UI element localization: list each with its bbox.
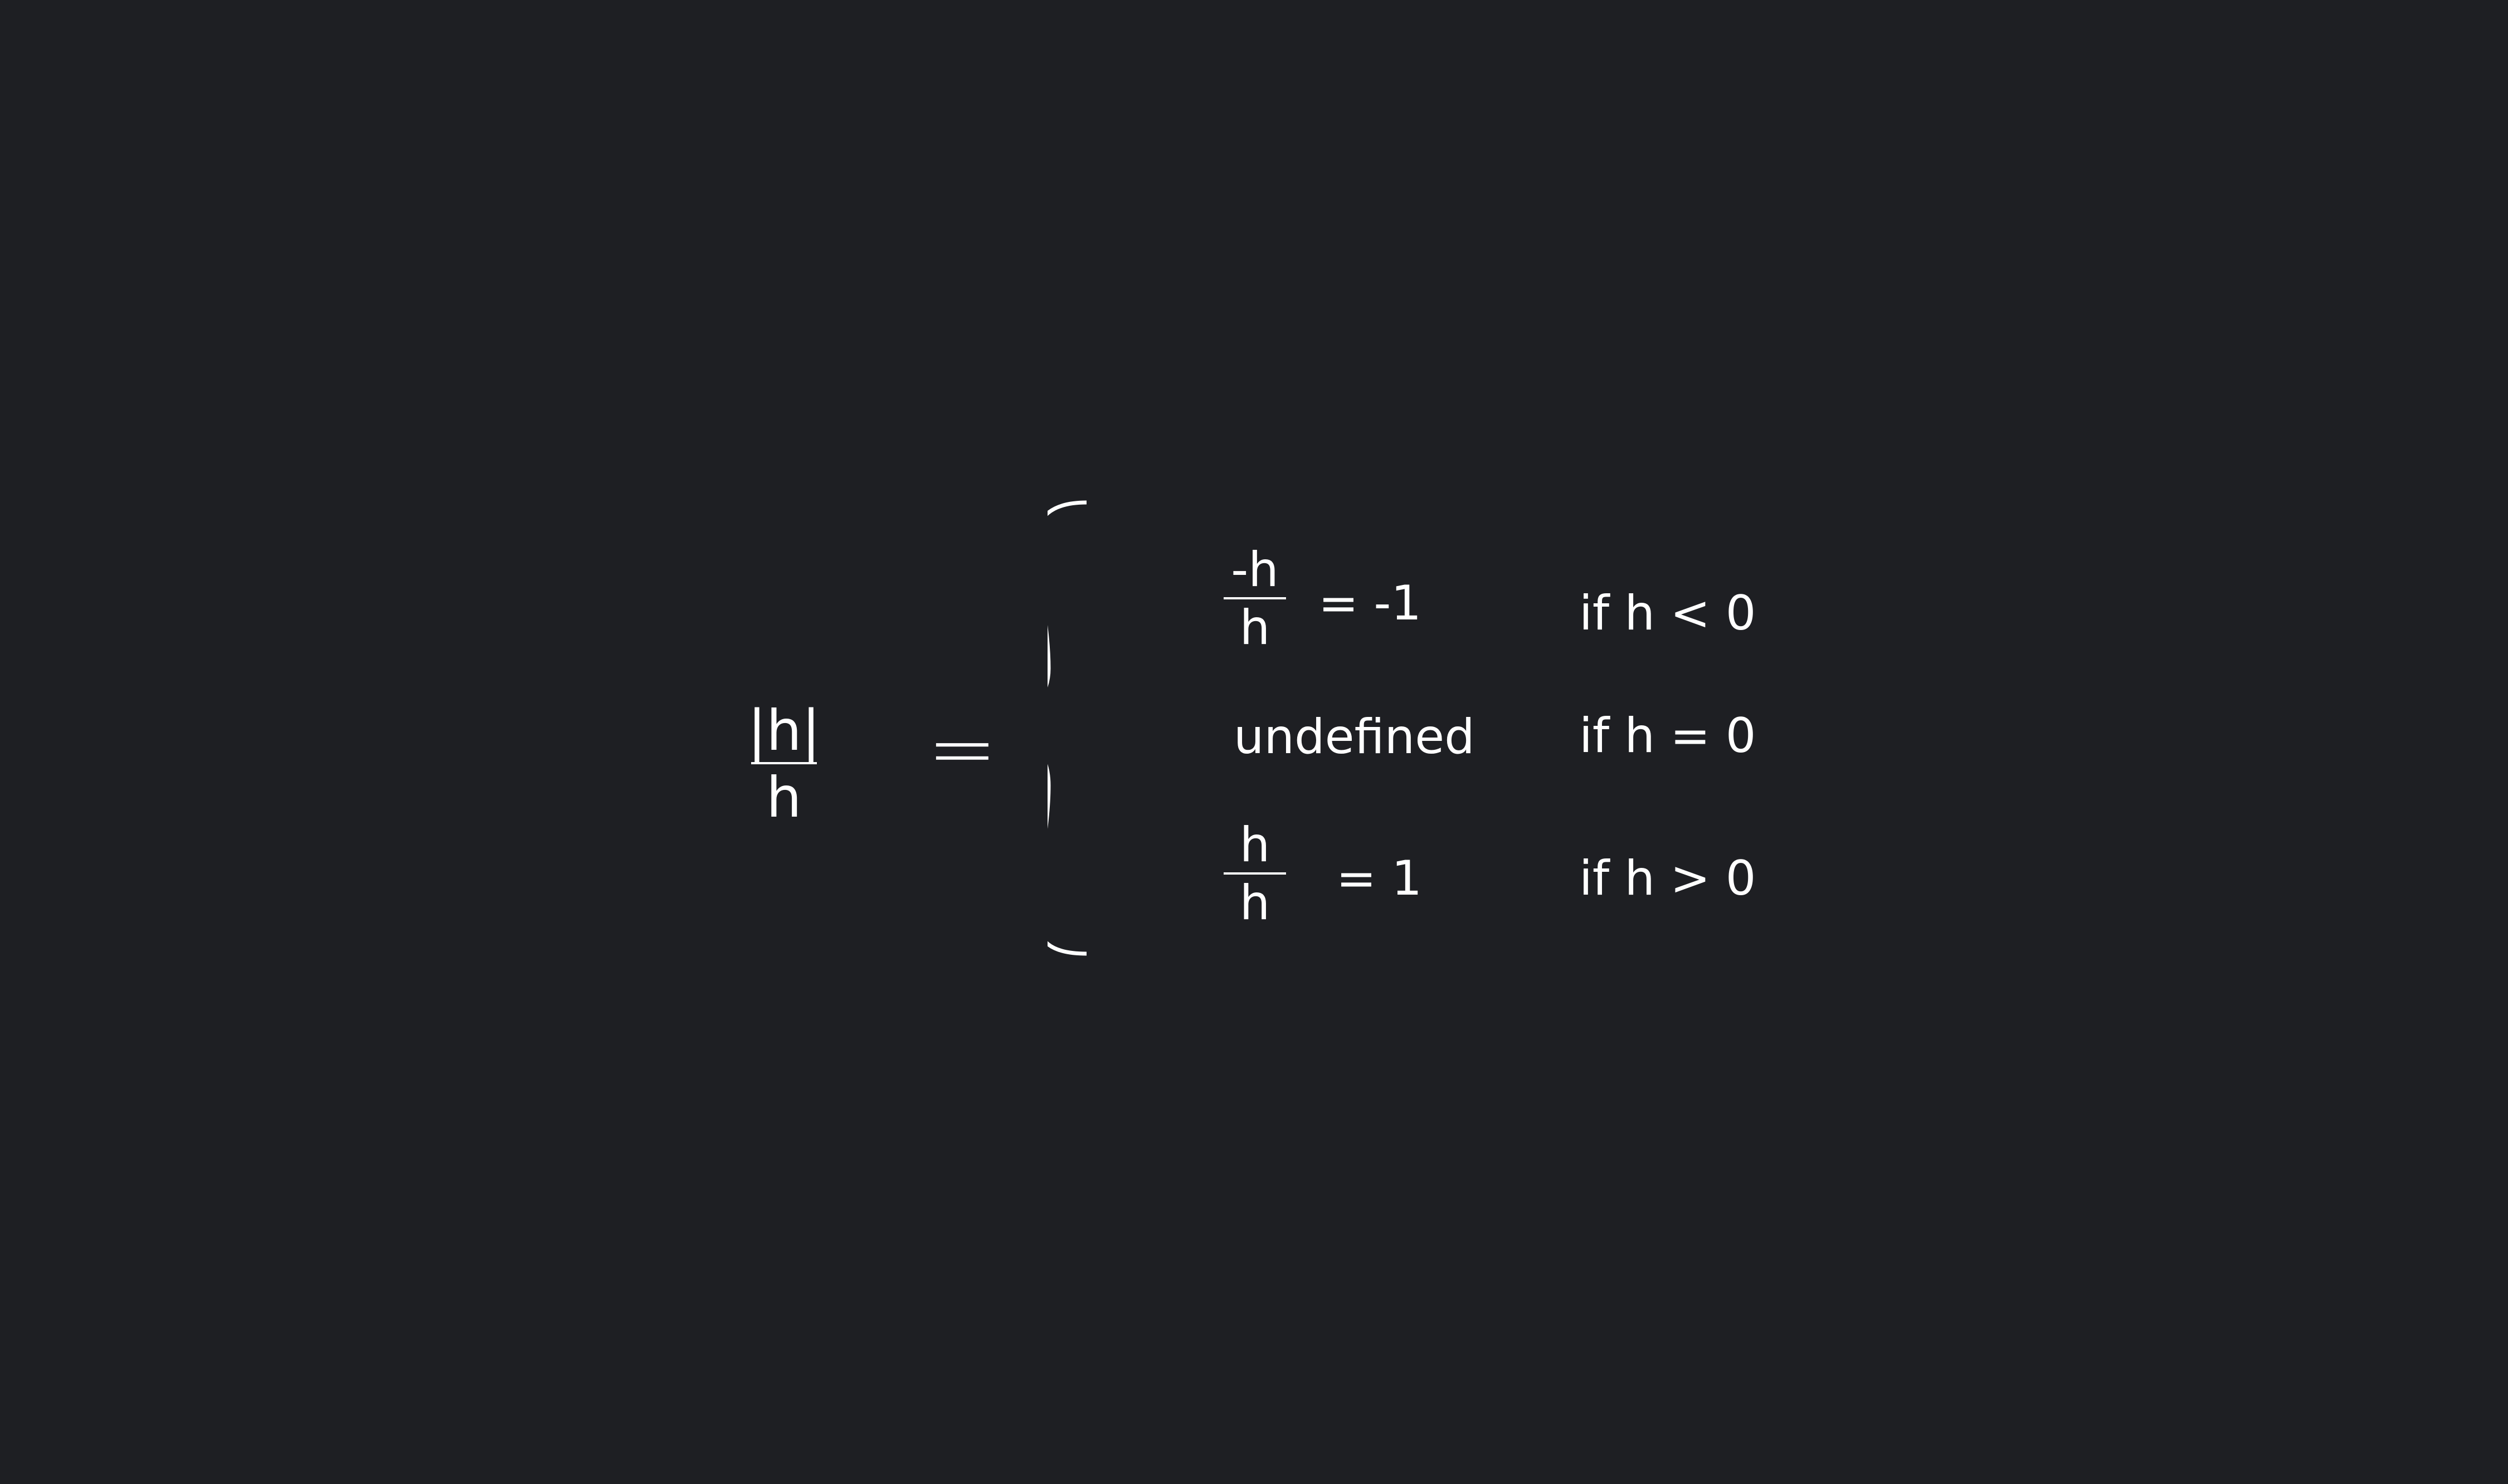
lhs-numerator: |h| (747, 698, 821, 763)
case-3-condition: if h > 0 (1579, 851, 1756, 906)
case-2-expression: undefined (1234, 709, 1475, 765)
case-1-denominator: h (1239, 600, 1270, 656)
case-3-result: = 1 (1336, 851, 1423, 906)
case-1-fraction: -h h (1224, 546, 1286, 652)
fraction-bar (1224, 597, 1286, 599)
fraction-bar (751, 762, 817, 764)
case-3-fraction: h h (1224, 821, 1286, 927)
case-1-numerator: -h (1231, 542, 1279, 598)
lhs-denominator: h (766, 765, 802, 830)
case-3-denominator: h (1239, 875, 1270, 931)
case-2-condition: if h = 0 (1579, 708, 1756, 764)
left-curly-brace-icon (1048, 500, 1087, 956)
case-1-condition: if h < 0 (1579, 585, 1756, 641)
lhs-fraction: |h| h (748, 703, 821, 830)
equals-sign: = (927, 707, 997, 791)
fraction-bar (1224, 872, 1286, 875)
case-1-result: = -1 (1318, 575, 1422, 631)
case-3-numerator: h (1239, 817, 1270, 873)
equals-text: = (927, 701, 997, 798)
